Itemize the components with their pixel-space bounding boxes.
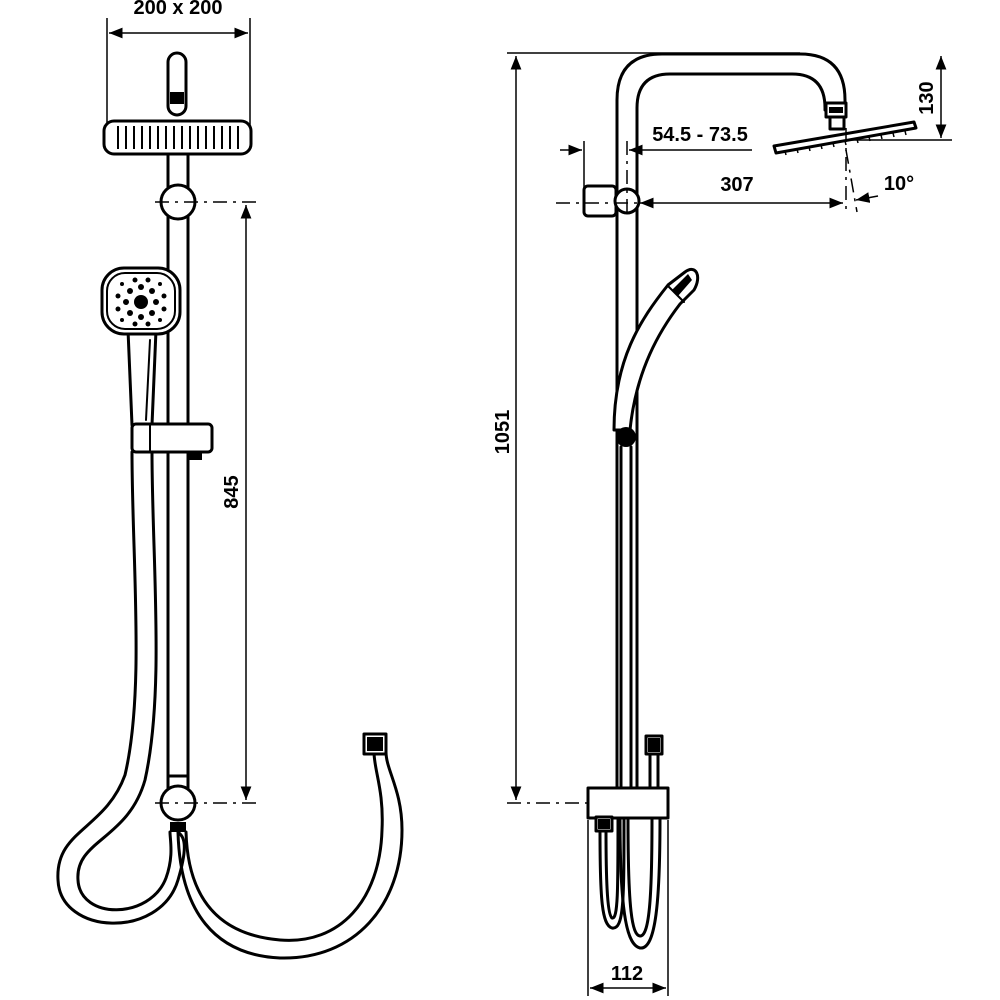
- overhead-shower-front: [102, 51, 253, 156]
- dimension-head-tilt: 10°: [845, 149, 914, 213]
- dimension-rail-length: 845: [155, 201, 262, 804]
- total-height-label: 1051: [492, 410, 514, 455]
- dimension-head-size: 200 x 200: [106, 0, 251, 128]
- dimension-head-projection: 307: [556, 128, 847, 212]
- side-view: 1051 130: [492, 52, 952, 996]
- arm-offset-label: 54.5 - 73.5: [652, 124, 748, 146]
- hand-shower-side: [612, 267, 700, 792]
- front-view: 200 x 200: [56, 0, 404, 960]
- dimension-head-drop: 130: [850, 56, 952, 141]
- overhead-shower-side: [772, 120, 918, 156]
- dimension-base-width: 112: [587, 820, 669, 996]
- dimension-total-height: 1051: [492, 52, 800, 804]
- base-width-label: 112: [611, 963, 643, 985]
- head-projection-label: 307: [720, 174, 753, 196]
- head-size-label: 200 x 200: [134, 0, 223, 19]
- riser-rail-front: [159, 152, 197, 832]
- diverter-body-side: [586, 734, 670, 833]
- riser-pipe-side: [615, 52, 848, 790]
- head-tilt-label: 10°: [884, 173, 914, 195]
- head-drop-label: 130: [916, 81, 938, 114]
- rail-length-label: 845: [221, 475, 243, 508]
- wall-bracket-side: 54.5 - 73.5: [560, 124, 752, 218]
- hand-shower-front: [100, 266, 214, 460]
- hose-front: [56, 450, 404, 960]
- hose-side: [598, 816, 662, 950]
